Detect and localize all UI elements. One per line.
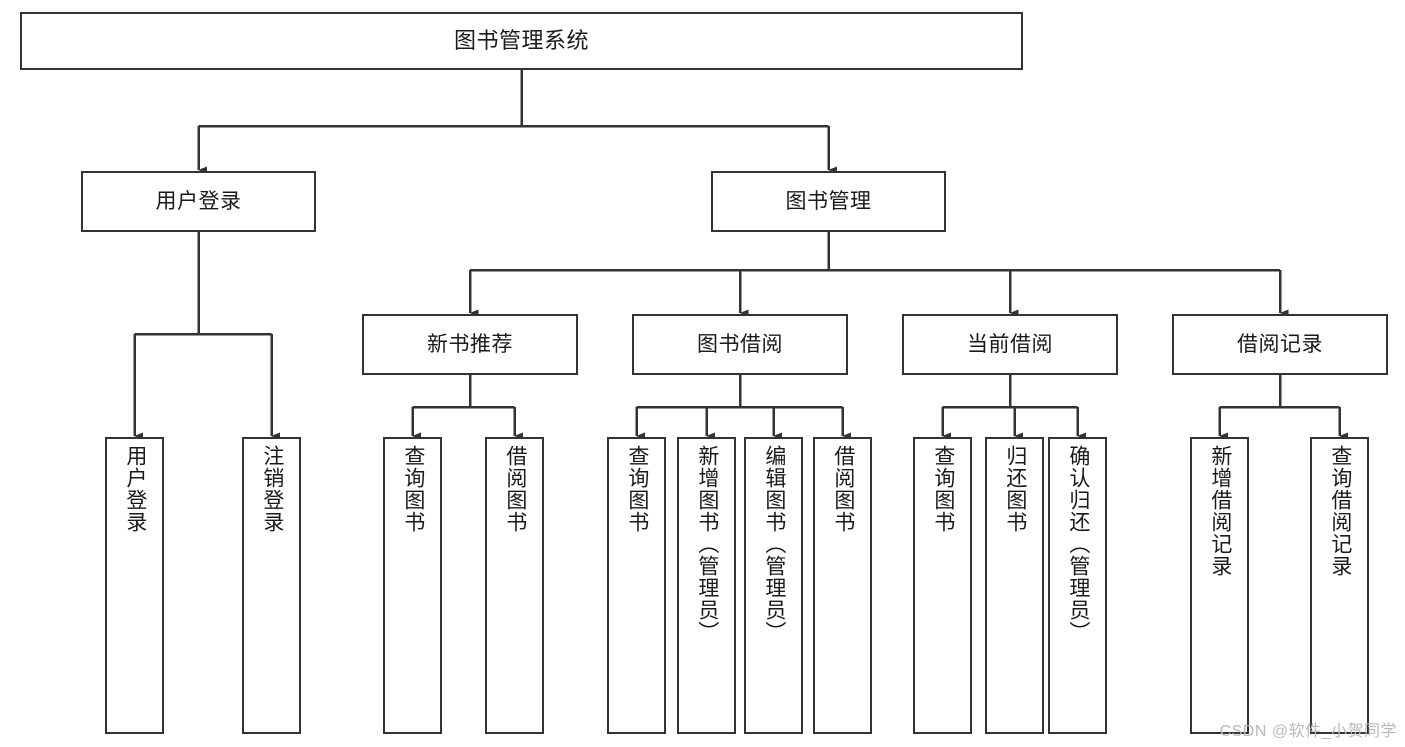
node-label: 图书管理系统 xyxy=(453,27,589,53)
node-book-mgmt[interactable]: 图书管理 xyxy=(711,171,946,232)
node-leaf-confirm-return[interactable]: 确认归还（管理员） xyxy=(1048,437,1107,734)
node-label: 借阅图书 xyxy=(831,445,855,533)
node-label: 新增图书（管理员） xyxy=(695,445,719,643)
node-label: 查询图书 xyxy=(625,445,649,533)
node-label: 新书推荐 xyxy=(427,332,513,356)
node-leaf-query-record[interactable]: 查询借阅记录 xyxy=(1310,437,1369,734)
node-label: 编辑图书（管理员） xyxy=(762,445,786,643)
node-label: 图书借阅 xyxy=(697,332,783,356)
node-label: 新增借阅记录 xyxy=(1208,445,1232,577)
node-label: 查询图书 xyxy=(931,445,955,533)
node-label: 图书管理 xyxy=(785,189,872,213)
node-label: 归还图书 xyxy=(1003,445,1027,533)
node-root[interactable]: 图书管理系统 xyxy=(20,12,1023,70)
node-label: 注销登录 xyxy=(260,445,284,533)
node-leaf-edit-book[interactable]: 编辑图书（管理员） xyxy=(744,437,803,734)
node-label: 用户登录 xyxy=(155,189,242,213)
node-leaf-query-book-borrow[interactable]: 查询图书 xyxy=(607,437,666,734)
node-leaf-add-book[interactable]: 新增图书（管理员） xyxy=(677,437,736,734)
node-user-login[interactable]: 用户登录 xyxy=(81,171,316,232)
node-book-borrow[interactable]: 图书借阅 xyxy=(632,314,848,375)
node-leaf-query-book-current[interactable]: 查询图书 xyxy=(913,437,972,734)
node-leaf-borrow-book[interactable]: 借阅图书 xyxy=(813,437,872,734)
node-label: 查询借阅记录 xyxy=(1328,445,1352,577)
node-leaf-user-logout[interactable]: 注销登录 xyxy=(242,437,301,734)
node-current-borrow[interactable]: 当前借阅 xyxy=(902,314,1118,375)
node-new-book-rec[interactable]: 新书推荐 xyxy=(362,314,578,375)
node-borrow-record[interactable]: 借阅记录 xyxy=(1172,314,1388,375)
node-label: 当前借阅 xyxy=(967,332,1053,356)
node-leaf-user-login[interactable]: 用户登录 xyxy=(105,437,164,734)
watermark: CSDN @软件_小贺同学 xyxy=(1219,723,1397,740)
node-label: 确认归还（管理员） xyxy=(1066,445,1090,643)
node-label: 借阅记录 xyxy=(1237,332,1323,356)
node-leaf-return-book[interactable]: 归还图书 xyxy=(985,437,1044,734)
node-label: 查询图书 xyxy=(401,445,425,533)
node-leaf-add-record[interactable]: 新增借阅记录 xyxy=(1190,437,1249,734)
node-leaf-borrow-book-rec[interactable]: 借阅图书 xyxy=(485,437,544,734)
node-label: 借阅图书 xyxy=(503,445,527,533)
node-leaf-query-book-rec[interactable]: 查询图书 xyxy=(383,437,442,734)
node-label: 用户登录 xyxy=(123,445,147,533)
